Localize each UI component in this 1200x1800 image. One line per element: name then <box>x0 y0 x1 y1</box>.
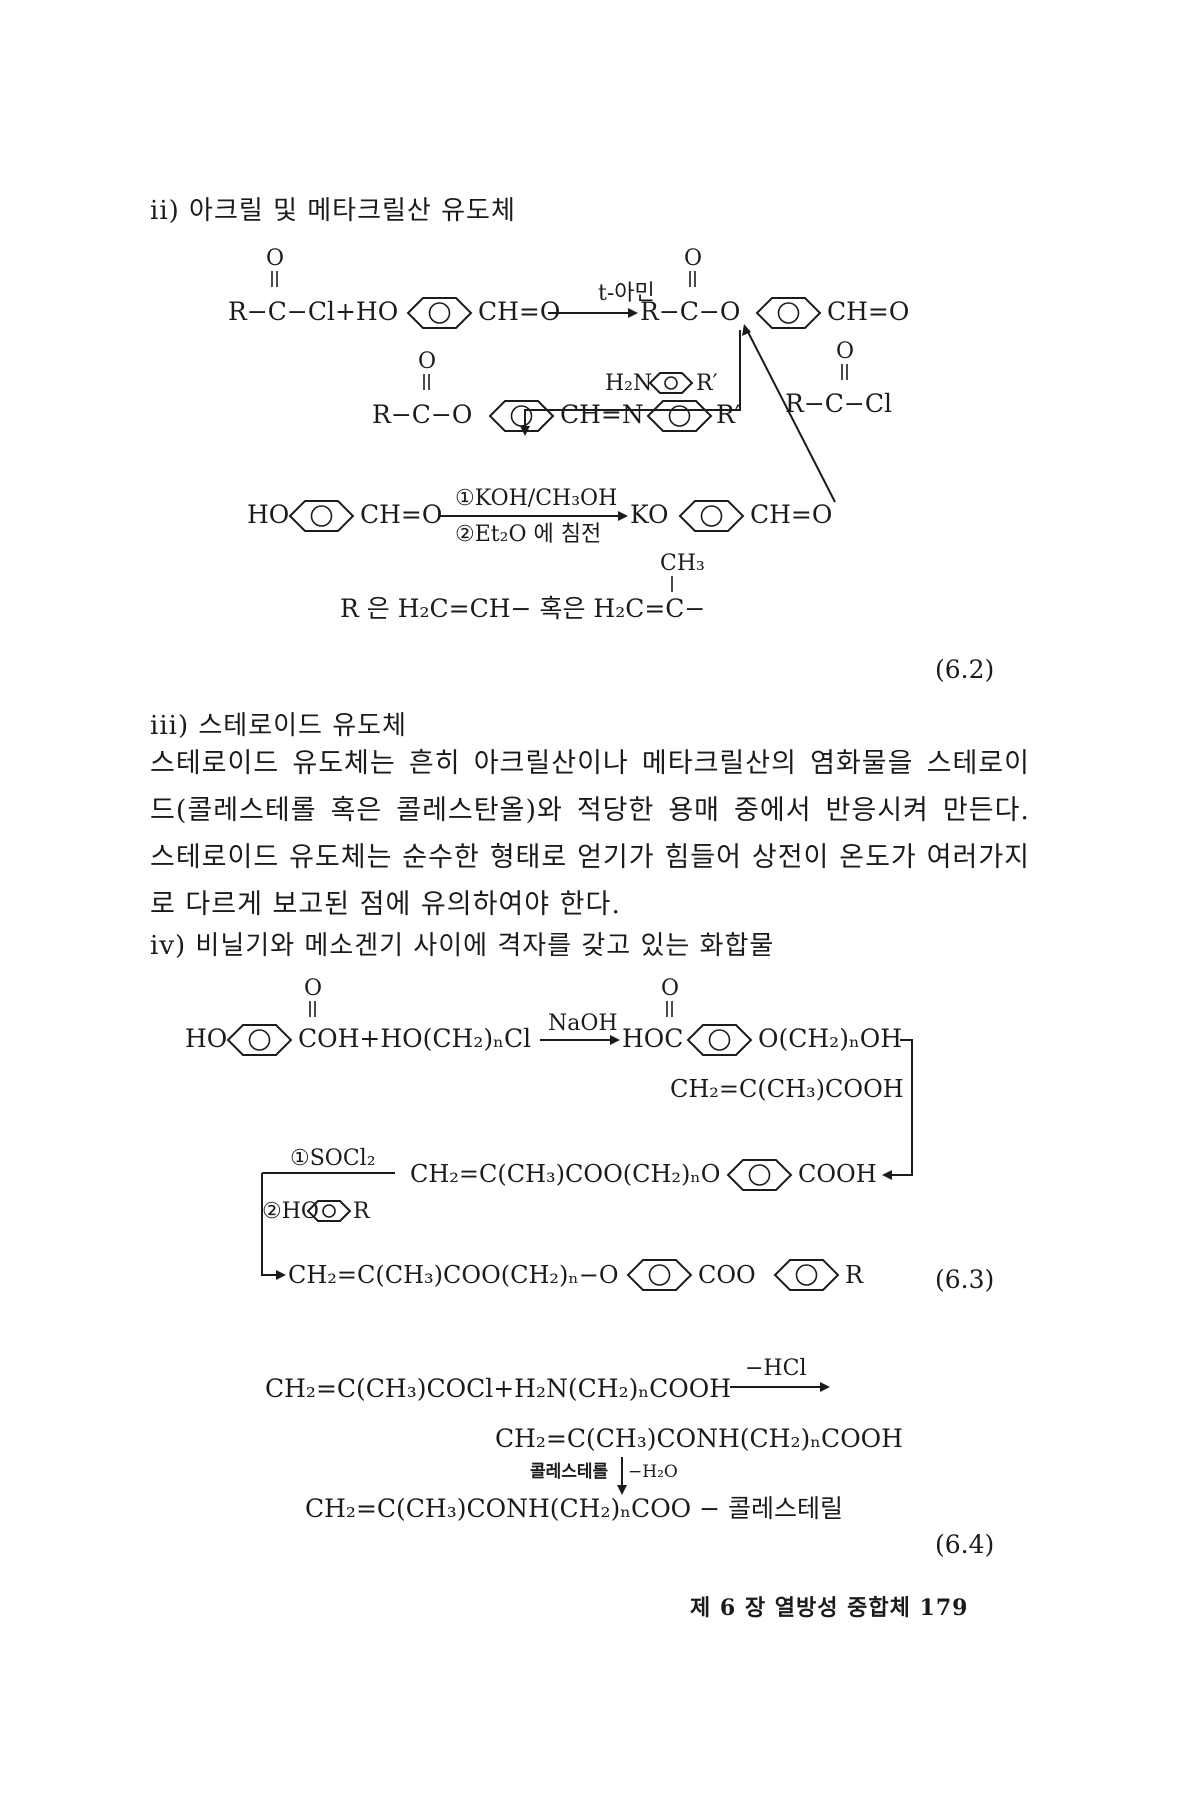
benzene-ring-icon <box>488 400 555 432</box>
carbonyl-o: O <box>304 976 322 1001</box>
intermediate-amide: CH₂=C(CH₃)CONH(CH₂)ₙCOOH <box>495 1424 903 1453</box>
benzene-ring-icon <box>773 1259 840 1291</box>
reaction-scheme-6-4: CH₂=C(CH₃)COCl+H₂N(CH₂)ₙCOOH −HCl CH₂=C(… <box>265 1356 903 1523</box>
condition-substituent: R <box>353 1199 371 1224</box>
carbonyl-o: O <box>661 976 679 1001</box>
reaction-arrow <box>524 330 741 428</box>
running-footer: 제 6 장 열방성 중합체 179 <box>690 1595 969 1621</box>
carbonyl-o: O <box>684 246 702 271</box>
schiff-base-substituent: R′ <box>716 400 741 429</box>
equation-number: (6.2) <box>935 655 995 684</box>
product-phenoxide: KO <box>630 500 669 529</box>
heading-iv: iv) 비닐기와 메소겐기 사이에 격자를 갖고 있는 화합물 <box>150 931 775 961</box>
reactant-chloroalcohol: COH+HO(CH₂)ₙCl <box>298 1024 531 1053</box>
condition-koh: ①KOH/CH₃OH <box>455 486 617 511</box>
reactants: CH₂=C(CH₃)COCl+H₂N(CH₂)ₙCOOH <box>265 1374 731 1403</box>
carbonyl-o: O <box>418 349 436 374</box>
condition-phenol: ②HO <box>262 1199 319 1224</box>
product-aldehyde: CH=O <box>750 500 832 529</box>
reaction-scheme-6-2: O R−C−Cl+HO CH=O t-아민 O R−C−O CH=O H₂N R… <box>228 246 909 623</box>
equation-number: (6.4) <box>935 1530 995 1559</box>
reaction-arrow <box>747 331 836 503</box>
arrow-head <box>628 308 638 318</box>
reaction-arrow <box>890 1145 913 1176</box>
benzene-ring-icon <box>626 1259 693 1291</box>
benzene-ring-icon <box>726 1159 793 1191</box>
amine-reagent: H₂N <box>605 371 652 396</box>
arrow-head <box>742 324 751 336</box>
arrow-head <box>820 1382 830 1392</box>
benzene-ring-icon <box>288 500 355 532</box>
schiff-base-imine: CH=N <box>560 400 644 429</box>
heading-ii: ii) 아크릴 및 메타크릴산 유도체 <box>150 196 516 226</box>
benzene-ring-icon <box>406 297 473 329</box>
equation-number: (6.3) <box>935 1265 995 1294</box>
benzene-ring-icon <box>226 1024 293 1056</box>
product-aldehyde: CH=O <box>827 297 909 326</box>
condition-water: −H₂O <box>628 1462 678 1482</box>
r-group-definition: R 은 H₂C=CH− 혹은 H₂C=C− <box>340 594 705 623</box>
condition-cholesterol: 콜레스테롤 <box>530 1462 609 1482</box>
intermediate-acid: CH₂=C(CH₃)COO(CH₂)ₙO <box>410 1160 720 1188</box>
final-substituent: R <box>845 1261 864 1289</box>
reactant-aldehyde: CH=O <box>360 500 442 529</box>
benzene-ring-icon <box>306 1200 352 1222</box>
cholesteryl-product: CH₂=C(CH₃)CONH(CH₂)ₙCOO − 콜레스테릴 <box>305 1494 843 1523</box>
condition-precipitate: ②Et₂O 에 침전 <box>455 522 601 547</box>
product-ester: R−C−O <box>640 297 740 326</box>
methyl-group: CH₃ <box>660 551 705 576</box>
reactant-acyl-chloride: R−C−Cl+HO <box>228 297 398 326</box>
benzene-ring-icon <box>648 372 694 394</box>
body-paragraph: 스테로이드 유도체는 흔히 아크릴산이나 메타크릴산의 염화물을 스테로이드(콜… <box>150 748 1030 920</box>
reaction-arrow <box>261 1173 278 1276</box>
arrow-head <box>610 1035 620 1045</box>
intermediate-cooh: COOH <box>798 1160 877 1188</box>
acyl-chloride-reagent: R−C−Cl <box>785 389 892 418</box>
arrow-head <box>617 1485 627 1495</box>
reaction-scheme-6-3: HO O COH+HO(CH₂)ₙCl NaOH O HOC O(CH₂)ₙOH… <box>185 976 913 1291</box>
condition-hcl: −HCl <box>745 1356 807 1381</box>
reactant-aldehyde: CH=O <box>478 297 560 326</box>
arrow-head <box>882 1170 892 1180</box>
product-hydroxy-acid: HOC <box>622 1024 683 1053</box>
arrow-head <box>276 1270 286 1280</box>
benzene-ring-icon <box>646 400 713 432</box>
carbonyl-o: O <box>266 246 284 271</box>
amine-substituent: R′ <box>696 371 718 396</box>
schiff-base-ester: R−C−O <box>372 400 472 429</box>
product-hydroxyalkoxy: O(CH₂)ₙOH <box>758 1024 902 1053</box>
reactant-phenol: HO <box>247 500 289 529</box>
arrow-head <box>618 511 628 521</box>
final-product: CH₂=C(CH₃)COO(CH₂)ₙ−O <box>288 1261 619 1289</box>
condition-naoh: NaOH <box>548 1011 618 1036</box>
final-ester-link: COO <box>698 1261 756 1289</box>
condition-socl2: ①SOCl₂ <box>290 1146 376 1171</box>
reactant-phenol: HO <box>185 1024 227 1053</box>
benzene-ring-icon <box>686 1024 753 1056</box>
reagent-methacrylic-acid: CH₂=C(CH₃)COOH <box>670 1075 904 1103</box>
condition-t-amine: t-아민 <box>598 281 655 306</box>
heading-iii: iii) 스테로이드 유도체 <box>150 711 407 741</box>
reaction-arrow <box>900 1039 913 1147</box>
carbonyl-o: O <box>836 339 854 364</box>
benzene-ring-icon <box>678 500 745 532</box>
benzene-ring-icon <box>755 297 822 329</box>
